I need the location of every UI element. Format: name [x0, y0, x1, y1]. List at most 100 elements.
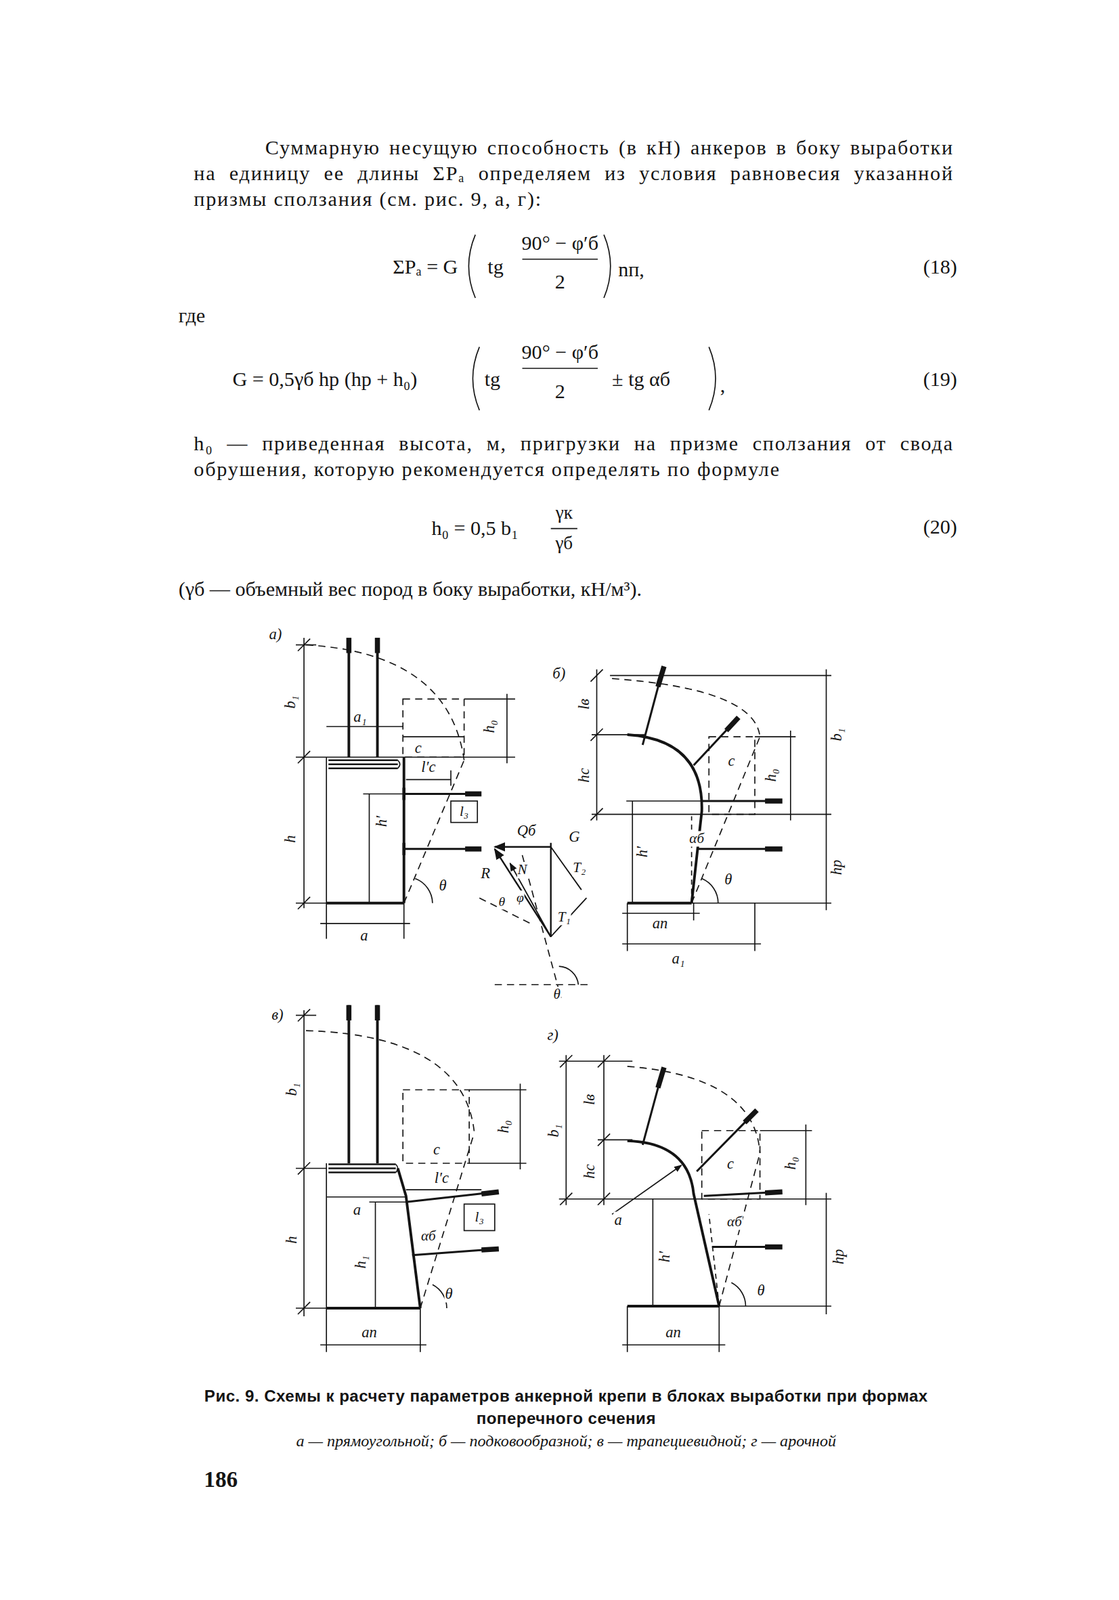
figure-label: αб — [688, 830, 705, 847]
drawing-line — [346, 1004, 353, 1021]
drawing-line — [295, 902, 327, 904]
drawing-path — [611, 678, 760, 737]
drawing-rect — [402, 1089, 470, 1164]
figure-label: b₁ — [545, 1123, 563, 1138]
figure-label: θ — [553, 986, 562, 1003]
figure-label: h₀ — [781, 1155, 799, 1170]
figure-d — [559, 1054, 832, 1352]
drawing-line — [611, 1165, 682, 1214]
drawing-line — [328, 1171, 396, 1173]
drawing-rect — [402, 698, 464, 757]
drawing-line — [406, 779, 451, 781]
figure-label: a — [613, 1211, 623, 1229]
drawing-line — [596, 669, 598, 821]
drawing-line — [328, 1167, 396, 1169]
drawing-line — [404, 760, 465, 904]
drawing-line — [691, 902, 832, 904]
figure-label: c — [414, 739, 423, 757]
figure-label: a — [352, 1201, 362, 1219]
figure-a — [295, 637, 516, 939]
drawing-line — [549, 842, 552, 937]
drawing-line — [295, 1014, 317, 1017]
figure-label: θ — [444, 1284, 453, 1302]
figure-label: а — прямоугольной; б — подковообразной; … — [295, 1431, 837, 1450]
drawing-path — [305, 644, 465, 760]
figure-b — [590, 666, 832, 951]
drawing-line — [303, 1010, 305, 1316]
drawing-line — [626, 800, 702, 802]
figure-label: a — [359, 926, 369, 944]
figure-label: h′ — [634, 845, 652, 858]
drawing-line — [825, 669, 828, 911]
drawing-line — [402, 735, 464, 738]
drawing-line — [494, 846, 552, 848]
body-text: G = 0,5γб hр (hр + h₀) — [232, 368, 418, 391]
drawing-line — [805, 1124, 807, 1205]
figure-label: aп — [651, 914, 669, 932]
body-text: 90° − φ′б — [521, 341, 599, 365]
drawing-line — [551, 897, 587, 937]
drawing-line — [403, 903, 405, 939]
page-number: 186 — [203, 1466, 238, 1492]
drawing-line — [652, 1198, 654, 1306]
figure-label: h′ — [656, 1250, 674, 1263]
drawing-line — [559, 1060, 633, 1062]
figure-label: l′c — [420, 758, 436, 776]
body-text: nп, — [618, 259, 645, 282]
drawing-line — [718, 1152, 760, 1306]
figure-label: lв — [576, 697, 594, 711]
body-text: γк — [555, 502, 573, 524]
figure-label: l′c — [433, 1169, 450, 1187]
drawing-line — [522, 854, 562, 998]
drawing-line — [522, 258, 599, 260]
force-polygon — [479, 842, 590, 998]
figure-label: θ — [498, 894, 507, 910]
figure-label: c — [727, 752, 736, 770]
drawing-path — [398, 760, 401, 769]
drawing-line — [494, 848, 552, 937]
drawing-line — [603, 1054, 605, 1205]
drawing-line — [368, 793, 371, 903]
drawing-line — [328, 759, 398, 761]
body-text: ± tg αб — [611, 368, 671, 391]
formula-marks — [468, 234, 716, 529]
drawing-line — [754, 903, 756, 952]
drawing-line — [591, 813, 832, 816]
drawing-line — [406, 1188, 482, 1191]
drawing-rect — [464, 1203, 495, 1231]
drawing-line — [325, 1163, 327, 1352]
figure-label: h′ — [373, 815, 390, 828]
figure-label: l₃ — [458, 804, 470, 820]
drawing-line — [376, 1004, 380, 1164]
drawing-line — [346, 637, 353, 654]
drawing-line — [494, 983, 590, 985]
drawing-line — [347, 1004, 350, 1164]
figure-label: φ — [515, 890, 525, 906]
figure-label: G — [567, 827, 581, 845]
drawing-line — [825, 1192, 828, 1314]
drawing-line — [622, 912, 700, 914]
body-text: γб — [555, 533, 573, 554]
drawing-line — [420, 1132, 475, 1308]
drawing-line — [326, 901, 405, 905]
drawing-line — [320, 1343, 427, 1346]
drawing-path — [627, 1140, 720, 1306]
drawing-line — [469, 1162, 526, 1164]
drawing-line — [375, 1004, 381, 1021]
drawing-line — [295, 1307, 327, 1309]
drawing-path — [305, 1030, 475, 1133]
drawing-path — [627, 1066, 761, 1153]
figure-caption: Рис. 9. Схемы к расчету параметров анкер… — [178, 1384, 954, 1430]
figure-label: T₁ — [557, 909, 572, 925]
figure-label: l₃ — [474, 1209, 485, 1225]
drawing-line — [408, 1213, 421, 1308]
drawing-line — [519, 1083, 522, 1170]
drawing-path — [731, 1282, 746, 1306]
drawing-line — [465, 791, 482, 797]
drawing-line — [506, 693, 508, 763]
drawing-path — [701, 878, 719, 904]
figure-label: b₁ — [282, 694, 300, 709]
drawing-line — [465, 846, 482, 852]
drawing-line — [726, 716, 739, 731]
